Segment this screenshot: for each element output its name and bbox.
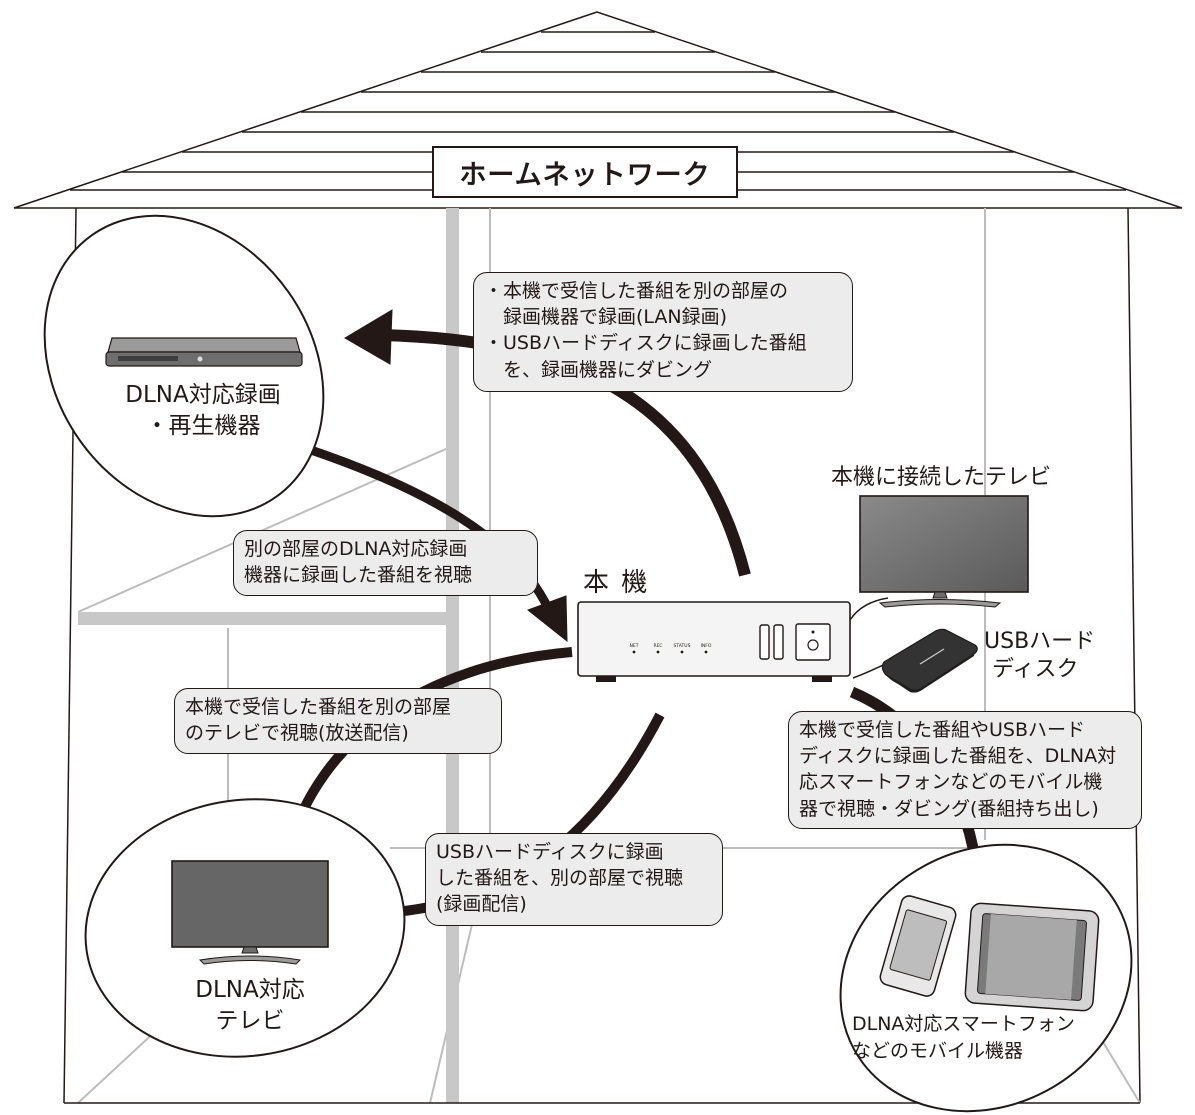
led-label-rec: REC	[653, 643, 662, 649]
callout-recording-delivery: USBハードディスクに録画 した番組を、別の部屋で視聴 (録画配信)	[425, 833, 723, 926]
callout-view-other-room-line-1: 別の部屋のDLNA対応録画	[244, 538, 468, 560]
usb-hdd-label-line-2: ディスク	[992, 656, 1079, 682]
callout-mobile-takeout-line-4: 器で視聴・ダビング(番組持ち出し)	[799, 797, 1099, 820]
recorder-label: DLNA対応録画 ・再生機器	[118, 380, 288, 442]
main-unit-device	[577, 601, 851, 682]
callout-lan-recording-line-3: ・USBハードディスクに録画した番組	[484, 332, 807, 355]
callout-mobile-takeout-line-3: 応スマートフォンなどのモバイル機	[799, 771, 1103, 794]
led-label-info: INFO	[701, 643, 712, 649]
usb-hdd-label: USBハード ディスク	[984, 628, 1095, 683]
callout-mobile-takeout-line-2: ディスクに録画した番組を、DLNA対	[799, 745, 1117, 768]
main-unit-leds: NET REC STATUS INFO	[630, 643, 712, 654]
dlna-tv-label-line-1: DLNA対応	[195, 977, 305, 1003]
led-label-net: NET	[630, 643, 639, 649]
callout-recording-delivery-line-3: (録画配信)	[436, 893, 527, 916]
connected-tv-device	[859, 495, 1029, 608]
callout-lan-recording: ・本機で受信した番組を別の部屋の 録画機器で録画(LAN録画) ・USBハードデ…	[473, 272, 853, 392]
usb-hdd-label-line-1: USBハード	[984, 629, 1096, 654]
led-label-status: STATUS	[674, 643, 691, 649]
callout-recording-delivery-line-1: USBハードディスクに録画	[436, 841, 664, 863]
recorder-device	[105, 337, 303, 367]
mobile-label-line-1: DLNA対応スマートフォン	[852, 1013, 1075, 1035]
dlna-tv-device	[171, 860, 329, 965]
led-info	[704, 650, 708, 654]
cable-to-tv	[849, 597, 889, 621]
led-net	[632, 650, 636, 654]
recorder-label-line-1: DLNA対応録画	[125, 382, 281, 408]
led-rec	[656, 650, 660, 654]
callout-mobile-takeout: 本機で受信した番組やUSBハード ディスクに録画した番組を、DLNA対 応スマー…	[788, 711, 1142, 829]
smartphone-device	[879, 895, 957, 997]
callout-broadcast-delivery-line-2: のテレビで視聴(放送配信)	[185, 722, 409, 745]
connected-tv-label: 本機に接続したテレビ	[831, 465, 1052, 490]
callout-view-other-room: 別の部屋のDLNA対応録画 機器に録画した番組を視聴	[233, 530, 538, 596]
usb-hdd-device	[881, 628, 978, 693]
main-unit-label: 本 機	[583, 568, 650, 598]
tablet-device	[964, 902, 1100, 1012]
callout-broadcast-delivery-line-1: 本機で受信した番組を別の部屋	[185, 696, 452, 718]
callout-view-other-room-line-2: 機器に録画した番組を視聴	[244, 564, 473, 587]
house-floor-beam	[78, 612, 446, 625]
mobile-label: DLNA対応スマートフォン などのモバイル機器	[852, 1011, 1075, 1064]
callout-lan-recording-line-2: 録画機器で録画(LAN録画)	[484, 306, 728, 329]
callout-lan-recording-line-1: ・本機で受信した番組を別の部屋の	[484, 280, 789, 302]
led-status	[680, 650, 684, 654]
dlna-tv-label: DLNA対応 テレビ	[170, 975, 330, 1037]
callout-recording-delivery-line-2: した番組を、別の部屋で視聴	[436, 867, 684, 890]
recorder-label-line-2: ・再生機器	[145, 413, 261, 440]
callout-lan-recording-line-4: を、録画機器にダビング	[484, 358, 713, 381]
callout-broadcast-delivery: 本機で受信した番組を別の部屋 のテレビで視聴(放送配信)	[174, 688, 502, 754]
mobile-label-line-2: などのモバイル機器	[852, 1039, 1024, 1062]
callout-mobile-takeout-line-1: 本機で受信した番組やUSBハード	[799, 719, 1086, 741]
dlna-tv-label-line-2: テレビ	[215, 1008, 285, 1035]
diagram-title: ホームネットワーク	[432, 146, 738, 198]
